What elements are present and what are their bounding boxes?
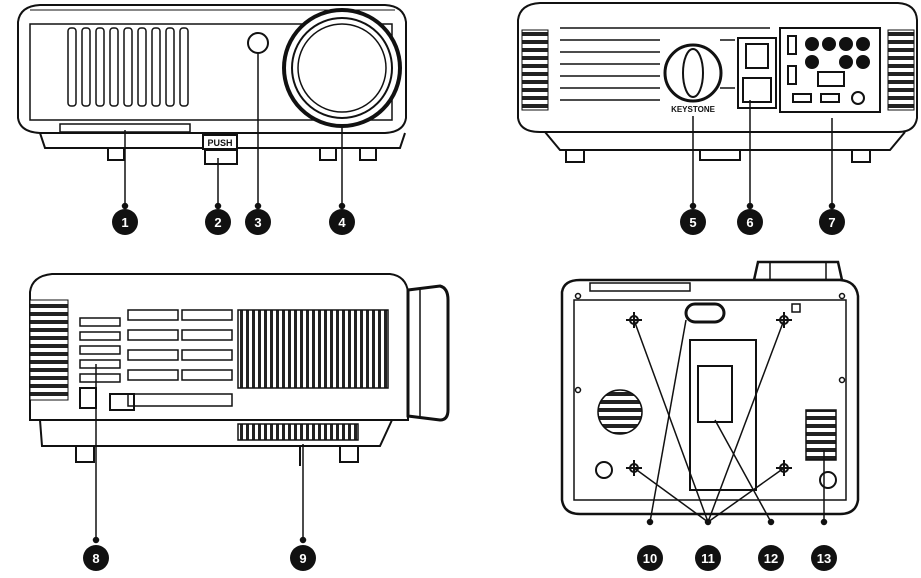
vga-port — [817, 71, 845, 87]
front-vent — [67, 27, 189, 107]
callout-7-text: 7 — [828, 215, 835, 230]
keystone-grip — [682, 48, 704, 98]
side-bottom-grill — [237, 423, 359, 441]
bottom-screw-a — [574, 292, 582, 300]
side-foot-left — [75, 445, 95, 463]
bottom-foot-left — [595, 461, 613, 479]
front-leaders — [121, 53, 346, 210]
bottom-plate — [560, 278, 860, 516]
usb-port-1 — [787, 35, 797, 55]
side-panels — [127, 309, 233, 407]
rear-foot-left — [565, 149, 585, 163]
bottom-view — [560, 260, 860, 516]
rear-stripes-right — [887, 29, 915, 111]
callout-4: 4 — [329, 209, 355, 235]
bottom-top-strip — [589, 282, 691, 292]
foot-left — [107, 147, 125, 161]
side-port-2 — [109, 393, 135, 411]
rear-stripes-left — [521, 29, 549, 111]
bottom-leaders — [633, 319, 828, 526]
bottom-vent — [805, 409, 837, 461]
bottom-screw-b — [838, 292, 846, 300]
callout-11-text: 11 — [701, 551, 715, 566]
hdmi-port-2 — [820, 93, 840, 103]
bottom-screw-d — [838, 376, 846, 384]
foot-far-right — [359, 147, 377, 161]
foot-right — [319, 147, 337, 161]
callout-3-text: 3 — [254, 215, 261, 230]
rear-foot-center — [699, 149, 741, 161]
bottom-foot-right — [819, 471, 837, 489]
callout-12-text: 12 — [764, 551, 778, 566]
side-grill — [237, 309, 389, 389]
callout-8: 8 — [83, 545, 109, 571]
lens-inner — [297, 23, 387, 113]
bottom-lens — [752, 260, 844, 282]
bottom-screw-c — [574, 386, 582, 394]
side-controls — [79, 317, 121, 383]
callout-10: 10 — [637, 545, 663, 571]
rear-base — [544, 131, 906, 151]
rear-leaders — [689, 100, 836, 210]
front-face — [29, 23, 393, 121]
rear-view — [517, 1, 918, 163]
callout-4-text: 4 — [338, 215, 346, 230]
lamp-label-area — [697, 365, 733, 423]
callout-13-text: 13 — [817, 551, 831, 566]
bottom-oval — [684, 302, 726, 324]
side-view — [29, 273, 450, 466]
callout-12: 12 — [758, 545, 784, 571]
callout-1-text: 1 — [121, 215, 128, 230]
callout-5-text: 5 — [689, 215, 696, 230]
usb-port-2 — [787, 65, 797, 85]
callout-7: 7 — [819, 209, 845, 235]
speaker-grill — [597, 389, 643, 435]
power-socket — [742, 77, 772, 103]
rear-grill — [560, 27, 770, 101]
callout-3: 3 — [245, 209, 271, 235]
hdmi-port-1 — [792, 93, 812, 103]
av-jacks — [805, 37, 870, 69]
side-stripes — [29, 299, 69, 401]
side-foot-right — [339, 445, 359, 463]
callout-6: 6 — [737, 209, 763, 235]
lens-ring — [291, 17, 393, 119]
callout-6-text: 6 — [746, 215, 753, 230]
callout-1: 1 — [112, 209, 138, 235]
front-view — [17, 4, 407, 165]
callout-2-text: 2 — [214, 215, 221, 230]
callout-5: 5 — [680, 209, 706, 235]
rear-foot-right — [851, 149, 871, 163]
callout-11: 11 — [695, 545, 721, 571]
keystone-knob — [663, 43, 723, 103]
push-label: PUSH — [207, 138, 232, 148]
callout-8-text: 8 — [92, 551, 99, 566]
callout-10-text: 10 — [643, 551, 657, 566]
callout-9: 9 — [290, 545, 316, 571]
callout-2: 2 — [205, 209, 231, 235]
power-switch — [745, 43, 769, 69]
lens-outer — [282, 8, 402, 128]
power-module — [737, 37, 777, 109]
bottom-small-square — [791, 303, 801, 313]
bottom-inner — [573, 299, 847, 501]
lamp-cover — [689, 339, 757, 491]
callout-13: 13 — [811, 545, 837, 571]
dc-jack — [851, 91, 865, 105]
side-leaders — [92, 364, 307, 544]
side-base — [39, 419, 393, 447]
keystone-label: KEYSTONE — [671, 105, 716, 114]
callout-9-text: 9 — [299, 551, 306, 566]
foot-center — [204, 149, 238, 165]
side-lens — [406, 284, 450, 422]
